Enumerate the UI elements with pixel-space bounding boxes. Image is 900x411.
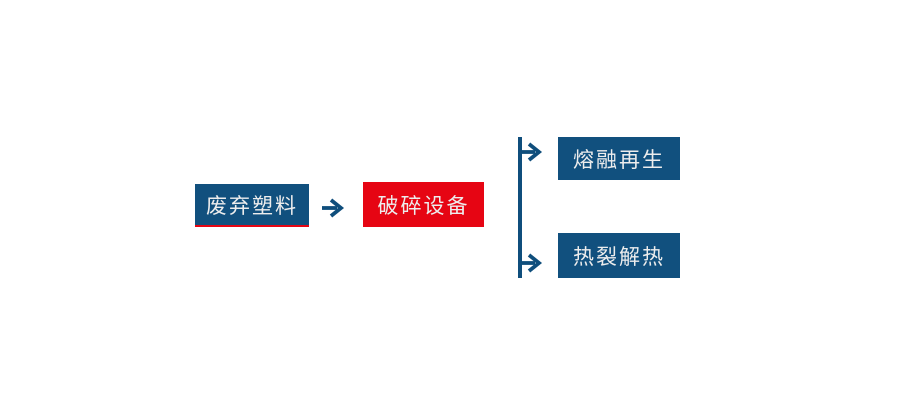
node-waste-plastic-label: 废弃塑料 (206, 194, 298, 218)
node-crushing-equipment-label: 破碎设备 (377, 194, 470, 218)
arrow-right-icon (520, 253, 543, 273)
node-crushing-equipment: 破碎设备 (363, 182, 484, 227)
node-pyrolysis-heat-label: 热裂解热 (573, 245, 665, 269)
node-waste-plastic: 废弃塑料 (195, 184, 309, 227)
vertical-branch-line (518, 137, 522, 278)
node-melt-regeneration: 熔融再生 (558, 137, 680, 180)
node-pyrolysis-heat: 热裂解热 (558, 233, 680, 278)
node-melt-regeneration-label: 熔融再生 (573, 148, 665, 172)
arrow-right-icon (520, 142, 543, 162)
arrow-right-icon (322, 198, 345, 218)
